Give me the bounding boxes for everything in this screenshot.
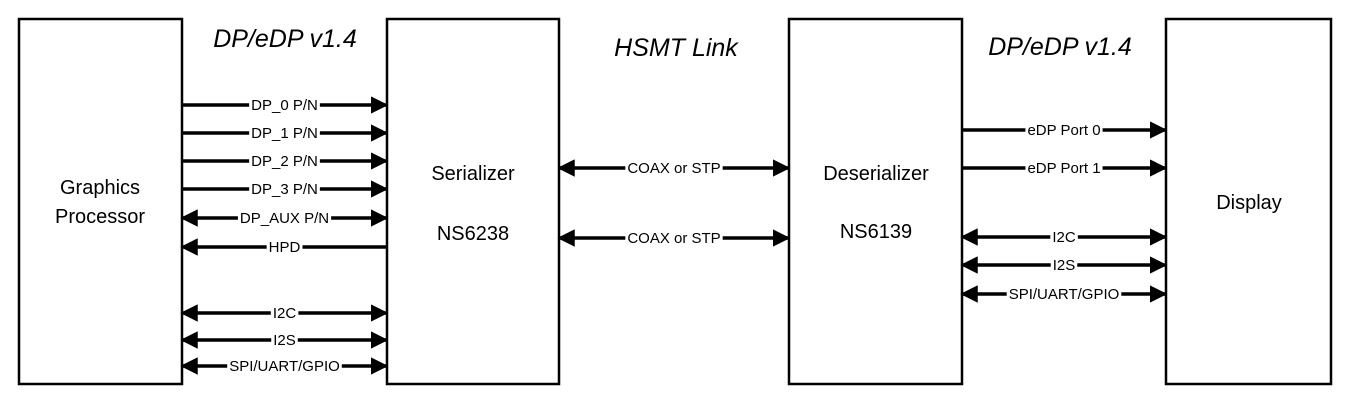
gpu-ser-signal-5: DP_AUX P/N xyxy=(180,209,389,227)
gpu-label-line2: Processor xyxy=(55,206,145,228)
gpu-ser-signal-3: DP_2 P/N xyxy=(182,152,389,170)
display-block: Display xyxy=(1164,17,1333,386)
gpu-ser-signal-label-9: SPI/UART/GPIO xyxy=(229,358,340,375)
gpu-ser-signal-label-6: HPD xyxy=(269,239,301,256)
gpu-ser-signal-label-3: DP_2 P/N xyxy=(251,153,318,170)
serializer-block: Serializer NS6238 xyxy=(385,17,561,386)
link-signal-label-2: COAX or STP xyxy=(627,230,720,247)
gpu-ser-signal-7: I2C xyxy=(180,304,389,322)
gpu-ser-signal-label-bg-7 xyxy=(270,305,299,321)
gpu-ser-signal-label-2: DP_1 P/N xyxy=(251,125,318,142)
des-disp-signal-3: I2C xyxy=(960,228,1168,246)
serializer-label-line1: Serializer xyxy=(431,163,515,185)
gpu-ser-signal-label-bg-3 xyxy=(249,153,320,169)
des-disp-signal-label-4: I2S xyxy=(1053,257,1076,274)
gpu-ser-signal-8: I2S xyxy=(180,331,389,349)
gpu-ser-signal-label-bg-8 xyxy=(271,332,298,348)
des-disp-signal-label-1: eDP Port 0 xyxy=(1027,122,1100,139)
display-box xyxy=(1164,17,1333,386)
link-signal-label-1: COAX or STP xyxy=(627,160,720,177)
gpu-ser-signal-label-bg-5 xyxy=(237,210,332,226)
des-disp-signal-label-bg-3 xyxy=(1050,229,1078,245)
gpu-ser-signal-label-bg-9 xyxy=(227,358,342,374)
gpu-ser-signal-label-bg-4 xyxy=(249,181,320,197)
deserializer-label-line2: NS6139 xyxy=(840,221,912,243)
gpu-ser-signal-label-7: I2C xyxy=(273,305,297,322)
heading-middle: HSMT Link xyxy=(614,34,739,62)
gpu-ser-signal-label-bg-6 xyxy=(266,239,303,255)
gpu-ser-signal-label-8: I2S xyxy=(273,332,296,349)
deserializer-label-line1: Deserializer xyxy=(823,163,929,185)
gpu-ser-signal-2: DP_1 P/N xyxy=(182,124,389,142)
des-disp-signal-label-2: eDP Port 1 xyxy=(1027,160,1100,177)
deserializer-display-connections: eDP Port 0 eDP Port 1 I2C I2S SPI/UART/GPIO xyxy=(960,121,1168,303)
gpu-serializer-connections: DP_0 P/N DP_1 P/N DP_2 P/N DP_3 P/N DP_AUX P… xyxy=(180,96,389,375)
hsmt-link-connections: COAX or STP COAX or STP xyxy=(557,159,791,247)
gpu-ser-signal-label-bg-2 xyxy=(249,125,320,141)
des-disp-signal-1: eDP Port 0 xyxy=(962,121,1168,139)
gpu-ser-signal-label-bg-1 xyxy=(249,97,320,113)
gpu-block: Graphics Processor xyxy=(17,17,184,386)
link-signal-1: COAX or STP xyxy=(557,159,791,177)
gpu-ser-signal-6: HPD xyxy=(180,238,387,256)
link-signal-2: COAX or STP xyxy=(557,229,791,247)
gpu-ser-signal-label-5: DP_AUX P/N xyxy=(240,210,329,227)
des-disp-signal-label-3: I2C xyxy=(1052,229,1076,246)
des-disp-signal-4: I2S xyxy=(960,256,1168,274)
gpu-ser-signal-4: DP_3 P/N xyxy=(182,180,389,198)
des-disp-signal-2: eDP Port 1 xyxy=(962,159,1168,177)
des-disp-signal-label-5: SPI/UART/GPIO xyxy=(1009,286,1120,303)
gpu-ser-signal-label-1: DP_0 P/N xyxy=(251,97,318,114)
heading-right: DP/eDP v1.4 xyxy=(988,33,1132,61)
link-signal-label-bg-2 xyxy=(625,230,723,246)
deserializer-block: Deserializer NS6139 xyxy=(787,17,964,386)
display-label: Display xyxy=(1216,192,1282,214)
des-disp-signal-label-bg-1 xyxy=(1025,122,1103,138)
deserializer-box xyxy=(787,17,964,386)
gpu-label-line1: Graphics xyxy=(60,177,140,199)
serializer-label-line2: NS6238 xyxy=(437,223,509,245)
des-disp-signal-label-bg-4 xyxy=(1050,257,1078,273)
des-disp-signal-label-bg-5 xyxy=(1006,286,1122,302)
gpu-ser-signal-label-4: DP_3 P/N xyxy=(251,181,318,198)
des-disp-signal-5: SPI/UART/GPIO xyxy=(960,285,1168,303)
serializer-box xyxy=(385,17,561,386)
des-disp-signal-label-bg-2 xyxy=(1025,160,1103,176)
gpu-ser-signal-9: SPI/UART/GPIO xyxy=(180,357,389,375)
heading-left: DP/eDP v1.4 xyxy=(213,25,357,53)
link-signal-label-bg-1 xyxy=(625,160,723,176)
gpu-box xyxy=(17,17,184,386)
gpu-ser-signal-1: DP_0 P/N xyxy=(182,96,389,114)
